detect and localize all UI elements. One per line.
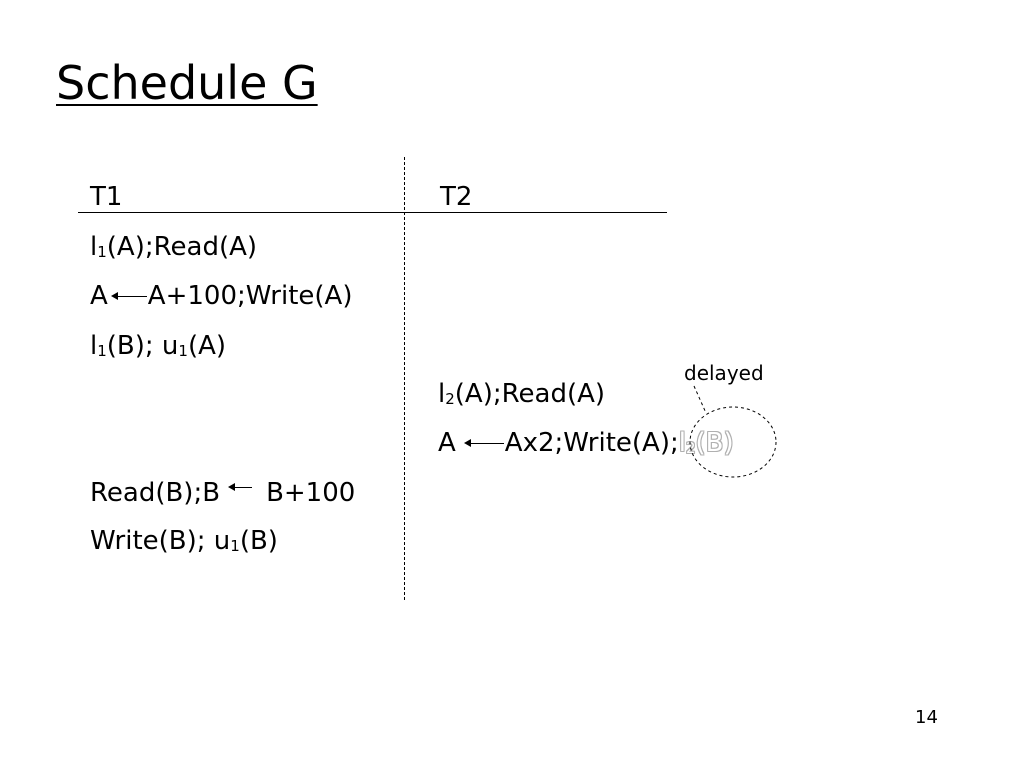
- blocked-lock-letter: l: [678, 428, 686, 458]
- delayed-label: delayed: [684, 361, 764, 385]
- assign-target: A: [438, 428, 456, 458]
- column-divider: [404, 157, 405, 600]
- assign-expression: A+100;Write(A): [147, 281, 353, 311]
- header-rule: [78, 212, 667, 213]
- step-text: (A);Read(A): [106, 232, 258, 262]
- column-header-t1: T1: [90, 182, 123, 212]
- t1-step-write-a: A A+100;Write(A): [90, 276, 352, 316]
- lock-letter: l: [90, 232, 98, 262]
- step-text: (B); u: [106, 331, 179, 361]
- lock-letter: l: [90, 331, 98, 361]
- left-arrow-icon: [110, 290, 147, 304]
- step-text-end: (A): [187, 331, 227, 361]
- slide-title: Schedule G: [56, 56, 318, 110]
- callout-leader-line: [693, 385, 707, 414]
- t1-step-lock-b-unlock-a: l1(B); u1(A): [90, 326, 226, 369]
- left-arrow-icon: [463, 437, 504, 451]
- lock-subscript: 2: [445, 390, 455, 408]
- step-text-end: (B): [239, 526, 278, 556]
- t1-step-lock-read-a: l1(A);Read(A): [90, 227, 257, 270]
- assign-target: Read(B);B: [90, 478, 221, 508]
- lock-letter: l: [438, 379, 446, 409]
- step-text: (A);Read(A): [454, 379, 606, 409]
- callout-ellipse: [689, 406, 777, 478]
- blocked-lock-text: (B): [695, 428, 734, 458]
- t2-step-lock-read-a: l2(A);Read(A): [438, 374, 605, 417]
- lock-subscript: 1: [97, 243, 107, 261]
- left-arrow-icon: [228, 481, 253, 495]
- column-header-t2: T2: [440, 182, 473, 212]
- lock-subscript: 1: [97, 342, 107, 360]
- assign-target: A: [90, 281, 108, 311]
- t1-step-write-b-unlock-b: Write(B); u1(B): [90, 521, 278, 564]
- assign-expression: Ax2;Write(A);: [504, 428, 679, 458]
- t1-step-read-b: Read(B);B B+100: [90, 473, 355, 513]
- unlock-subscript: 1: [230, 537, 240, 555]
- step-text: Write(B); u: [90, 526, 231, 556]
- unlock-subscript: 1: [178, 342, 188, 360]
- assign-expression: B+100: [266, 478, 356, 508]
- page-number: 14: [915, 707, 938, 728]
